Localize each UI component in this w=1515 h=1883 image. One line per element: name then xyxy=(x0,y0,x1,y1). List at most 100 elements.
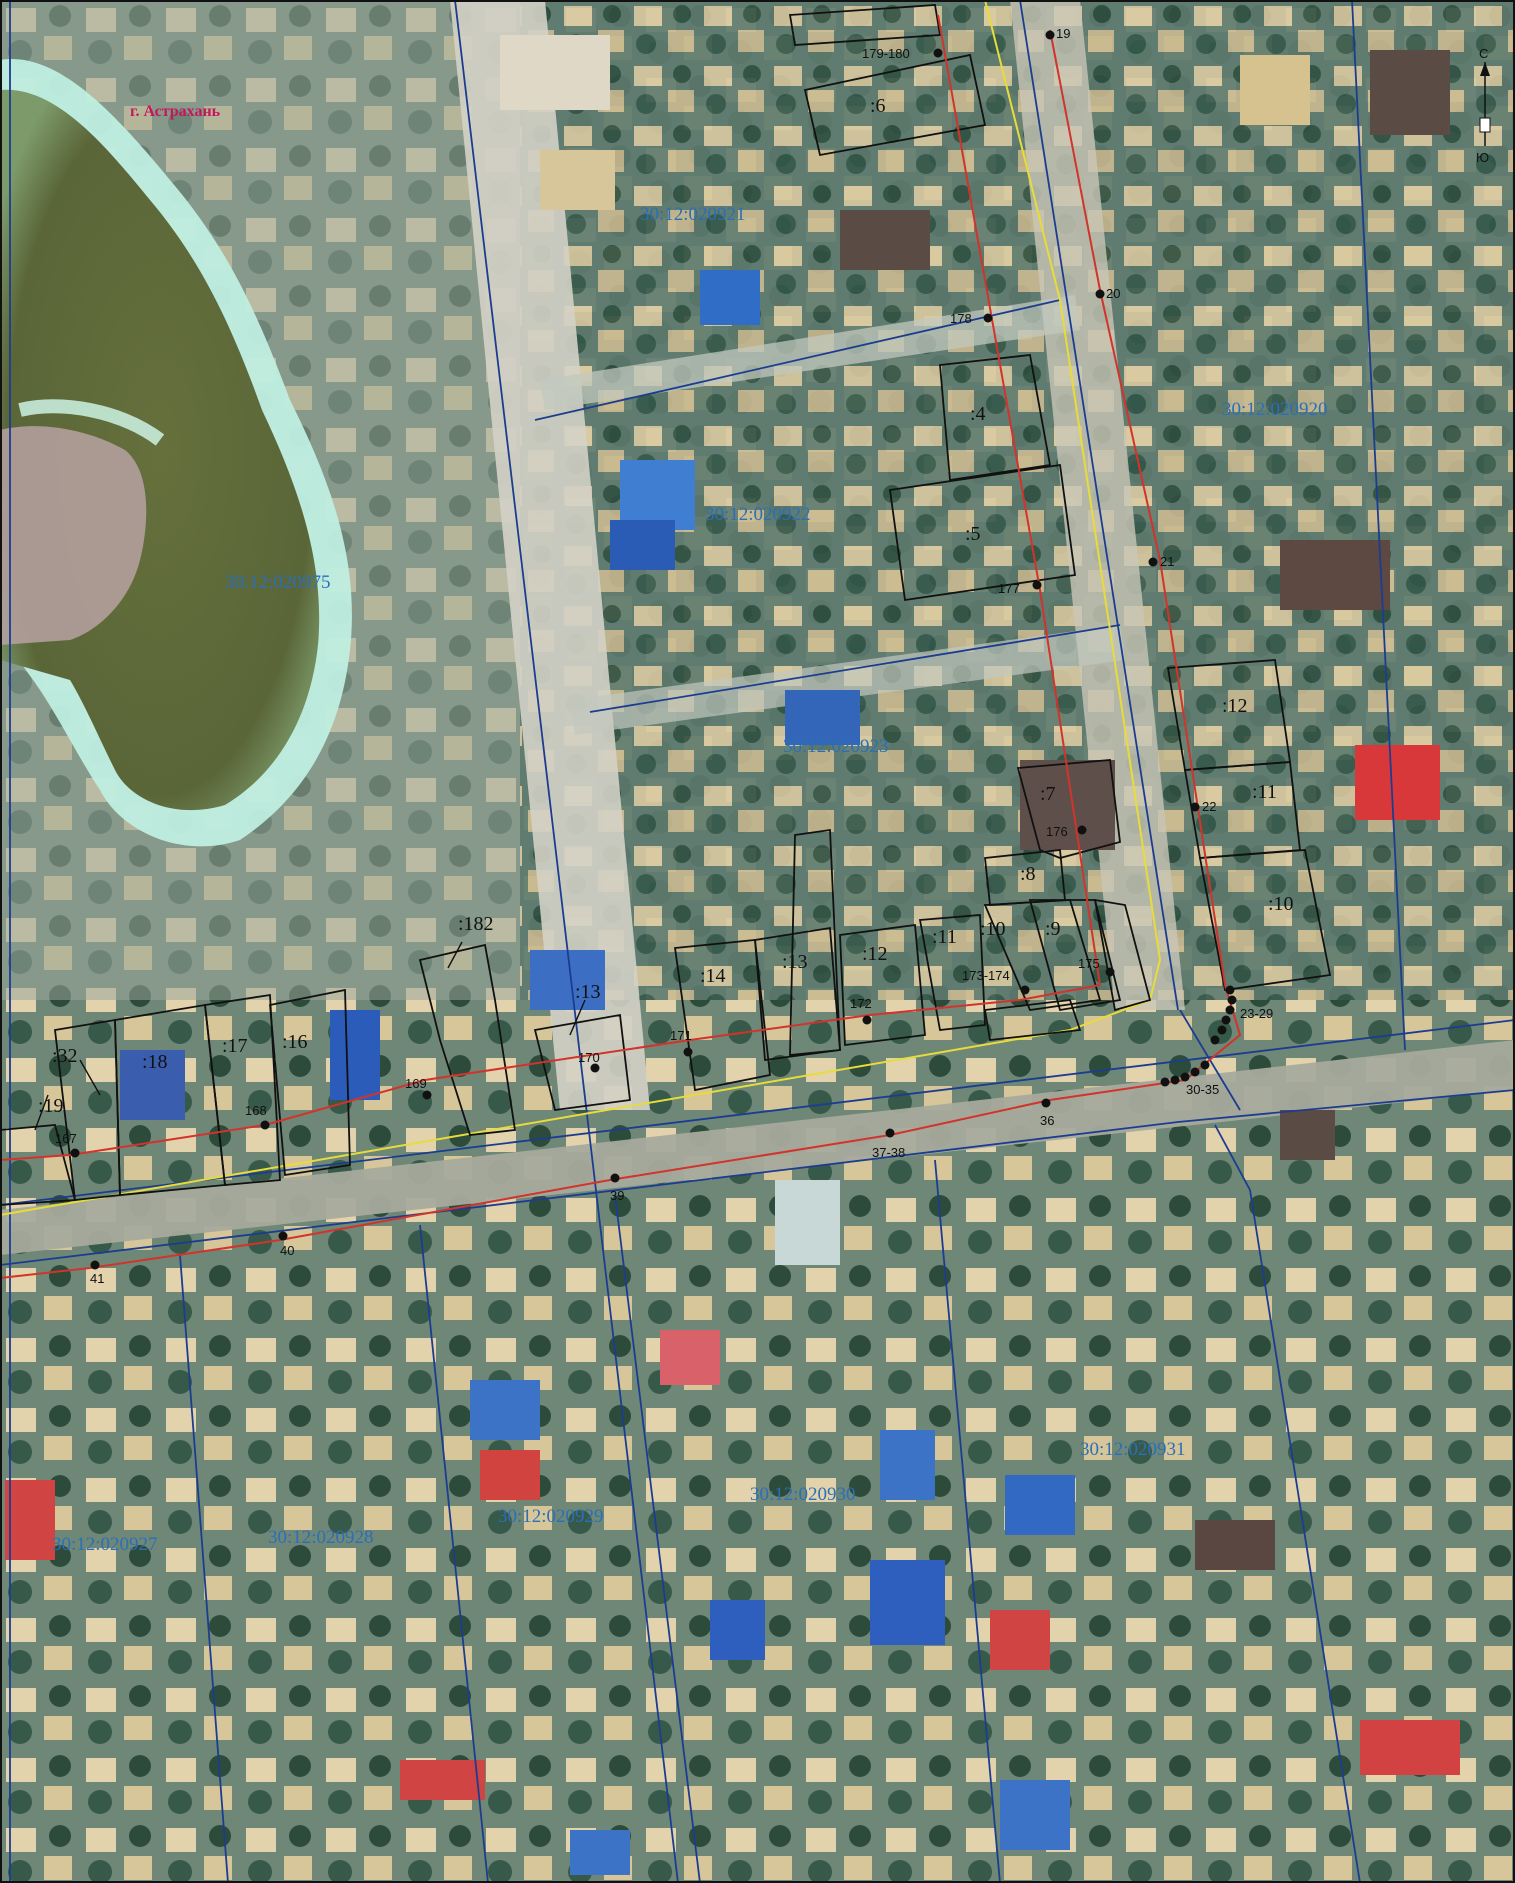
point-marker xyxy=(885,1128,895,1138)
point-marker xyxy=(1170,1075,1180,1085)
point-marker xyxy=(1190,1067,1200,1077)
compass-north: С xyxy=(1479,46,1488,61)
parcel-label: :4 xyxy=(970,403,986,425)
point-label: 30-35 xyxy=(1186,1082,1219,1097)
point-marker xyxy=(683,1047,693,1057)
point-label: 37-38 xyxy=(872,1145,905,1160)
parcel-label: :32 xyxy=(52,1045,78,1067)
point-label: 40 xyxy=(280,1243,294,1258)
parcel-label: :14 xyxy=(700,965,726,987)
point-label: 169 xyxy=(405,1076,427,1091)
point-label: 41 xyxy=(90,1271,104,1286)
parcel-label: :11 xyxy=(932,926,957,948)
point-marker xyxy=(1200,1060,1210,1070)
parcel-label: :16 xyxy=(282,1031,308,1053)
point-marker xyxy=(1160,1077,1170,1087)
route-line xyxy=(0,14,1242,1279)
point-label: 19 xyxy=(1056,26,1070,41)
point-label: 171 xyxy=(670,1028,692,1043)
quarter-label: 30:12:020928 xyxy=(268,1527,374,1548)
point-label: 36 xyxy=(1040,1113,1054,1128)
parcel-label: :8 xyxy=(1020,863,1036,885)
quarter-label: 30:12:020929 xyxy=(498,1506,604,1527)
point-marker xyxy=(862,1015,872,1025)
parcel-label: :18 xyxy=(142,1051,168,1073)
point-marker xyxy=(1227,995,1237,1005)
parcel-label: :13 xyxy=(782,951,808,973)
point-marker xyxy=(1105,967,1115,977)
parcel-outlines xyxy=(0,4,1332,1206)
parcel-label: :17 xyxy=(222,1035,248,1057)
point-marker xyxy=(1095,289,1105,299)
road-edge-yellow xyxy=(0,0,1162,1216)
point-marker xyxy=(1225,985,1235,995)
point-label: 20 xyxy=(1106,286,1120,301)
point-marker xyxy=(1041,1098,1051,1108)
point-label: 176 xyxy=(1046,824,1068,839)
parcel-label: :7 xyxy=(1040,783,1056,805)
parcel-label: :11 xyxy=(1252,781,1277,803)
point-label: 23-29 xyxy=(1240,1006,1273,1021)
point-marker xyxy=(1190,802,1200,812)
parcel-label: :5 xyxy=(965,523,981,545)
point-marker xyxy=(90,1260,100,1270)
quarter-label: 30:12:020923 xyxy=(783,736,889,757)
quarter-label: 30:12:020927 xyxy=(52,1534,158,1555)
quarter-label: 30:12:020922 xyxy=(705,504,811,525)
point-marker xyxy=(1221,1015,1231,1025)
point-label: 22 xyxy=(1202,799,1216,814)
point-label: 21 xyxy=(1160,554,1174,569)
point-label: 179-180 xyxy=(862,46,910,61)
parcel-label: :9 xyxy=(1045,918,1061,940)
compass: С Ю xyxy=(1476,46,1491,165)
point-marker xyxy=(1180,1072,1190,1082)
point-label: 175 xyxy=(1078,956,1100,971)
quarter-label: 30:12:020930 xyxy=(750,1484,856,1505)
point-marker xyxy=(1077,825,1087,835)
parcel-label: :12 xyxy=(1222,695,1248,717)
quarter-labels: 30:12:020921 30:12:020920 30:12:020922 3… xyxy=(52,204,1328,1555)
quarter-label: 30:12:020975 xyxy=(225,572,331,593)
point-marker xyxy=(1217,1025,1227,1035)
point-marker xyxy=(610,1173,620,1183)
point-marker xyxy=(1020,985,1030,995)
point-marker xyxy=(260,1120,270,1130)
roads xyxy=(0,0,1515,1255)
point-marker xyxy=(1225,1005,1235,1015)
parcel-labels: :6 :4 :5 :7 :8 :9 :10 :11 :12 :13 :14 :1… xyxy=(38,95,1294,1117)
parcel-label: :12 xyxy=(862,943,888,965)
point-markers xyxy=(70,30,1237,1270)
point-marker xyxy=(1148,557,1158,567)
quarter-label: 30:12:020920 xyxy=(1222,399,1328,420)
point-label: 178 xyxy=(950,311,972,326)
point-label: 172 xyxy=(850,996,872,1011)
point-marker xyxy=(1210,1035,1220,1045)
point-marker xyxy=(983,313,993,323)
point-marker xyxy=(590,1063,600,1073)
city-label: г. Астрахань xyxy=(130,103,221,120)
lake xyxy=(0,59,352,847)
point-label: 168 xyxy=(245,1103,267,1118)
parcel-label: :182 xyxy=(458,913,494,935)
parcel-label: :10 xyxy=(1268,893,1294,915)
point-label: 39 xyxy=(610,1188,624,1203)
parcel-label: :19 xyxy=(38,1095,64,1117)
point-label: 173-174 xyxy=(962,968,1010,983)
point-label: 170 xyxy=(578,1050,600,1065)
quarter-label: 30:12:020921 xyxy=(640,204,746,225)
parcel-label: :10 xyxy=(980,918,1006,940)
point-label: 167 xyxy=(55,1131,77,1146)
point-marker xyxy=(422,1090,432,1100)
point-labels: 179-180 19 178 20 177 21 176 22 175 173-… xyxy=(55,26,1273,1286)
point-marker xyxy=(1045,30,1055,40)
quarter-label: 30:12:020931 xyxy=(1080,1439,1186,1460)
point-marker xyxy=(933,48,943,58)
point-marker xyxy=(70,1148,80,1158)
parcel-label: :6 xyxy=(870,95,886,117)
point-label: 177 xyxy=(998,581,1020,596)
label-leaders xyxy=(34,941,586,1131)
compass-south: Ю xyxy=(1476,150,1489,165)
